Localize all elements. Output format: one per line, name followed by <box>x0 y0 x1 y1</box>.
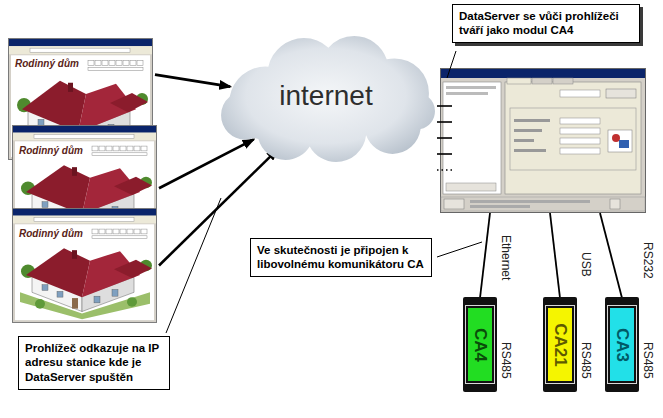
cloud-label: internet <box>279 80 372 112</box>
callout-box: Prohlížeč odkazuje na IP adresu stanice … <box>18 336 170 390</box>
communicator-module: USBRS485CA21 <box>543 297 577 392</box>
internet-cloud: internet <box>215 30 437 162</box>
page-title: Rodinný dům <box>15 58 79 69</box>
browser-window: Rodinný dům <box>8 38 153 160</box>
port-label: USB <box>579 252 593 277</box>
dataserver-window <box>441 69 646 213</box>
communicator-module: EthernetRS485CA4 <box>463 297 497 392</box>
port-label: RS232 <box>641 242 655 279</box>
callout-text: Prohlížeč odkazuje na IP adresu stanice … <box>25 341 163 384</box>
page-title: Rodinný dům <box>19 228 83 239</box>
callout-box: Ve skutečnosti je připojen k libovolnému… <box>250 238 432 277</box>
port-label: RS485 <box>641 342 655 379</box>
browser-window: Rodinný dům <box>12 208 157 323</box>
browser-window <box>13 208 157 322</box>
port-label: RS485 <box>579 342 593 379</box>
module-face: CA4 <box>468 308 492 381</box>
callout-text: DataServer se vůči prohlížeči tváří jako… <box>459 9 633 38</box>
connection-line <box>437 106 452 170</box>
module-face: CA3 <box>610 308 634 381</box>
callout-text: Ve skutečnosti je připojen k libovolnému… <box>257 243 425 272</box>
module-name: CA21 <box>552 323 569 366</box>
module-name: CA3 <box>614 327 631 361</box>
module-face: CA21 <box>548 308 572 381</box>
port-label: Ethernet <box>499 235 513 280</box>
wire <box>480 213 622 298</box>
leader-line <box>166 51 482 333</box>
page-title: Rodinný dům <box>19 145 83 156</box>
callout-box: DataServer se vůči prohlížeči tváří jako… <box>452 4 640 43</box>
port-label: RS485 <box>499 342 513 379</box>
arrow-connector <box>159 139 254 188</box>
browser-window: Rodinný dům <box>12 125 157 240</box>
module-name: CA4 <box>472 327 489 361</box>
communicator-module: RS232RS485CA3 <box>605 297 639 392</box>
arrow-connector <box>155 75 230 87</box>
